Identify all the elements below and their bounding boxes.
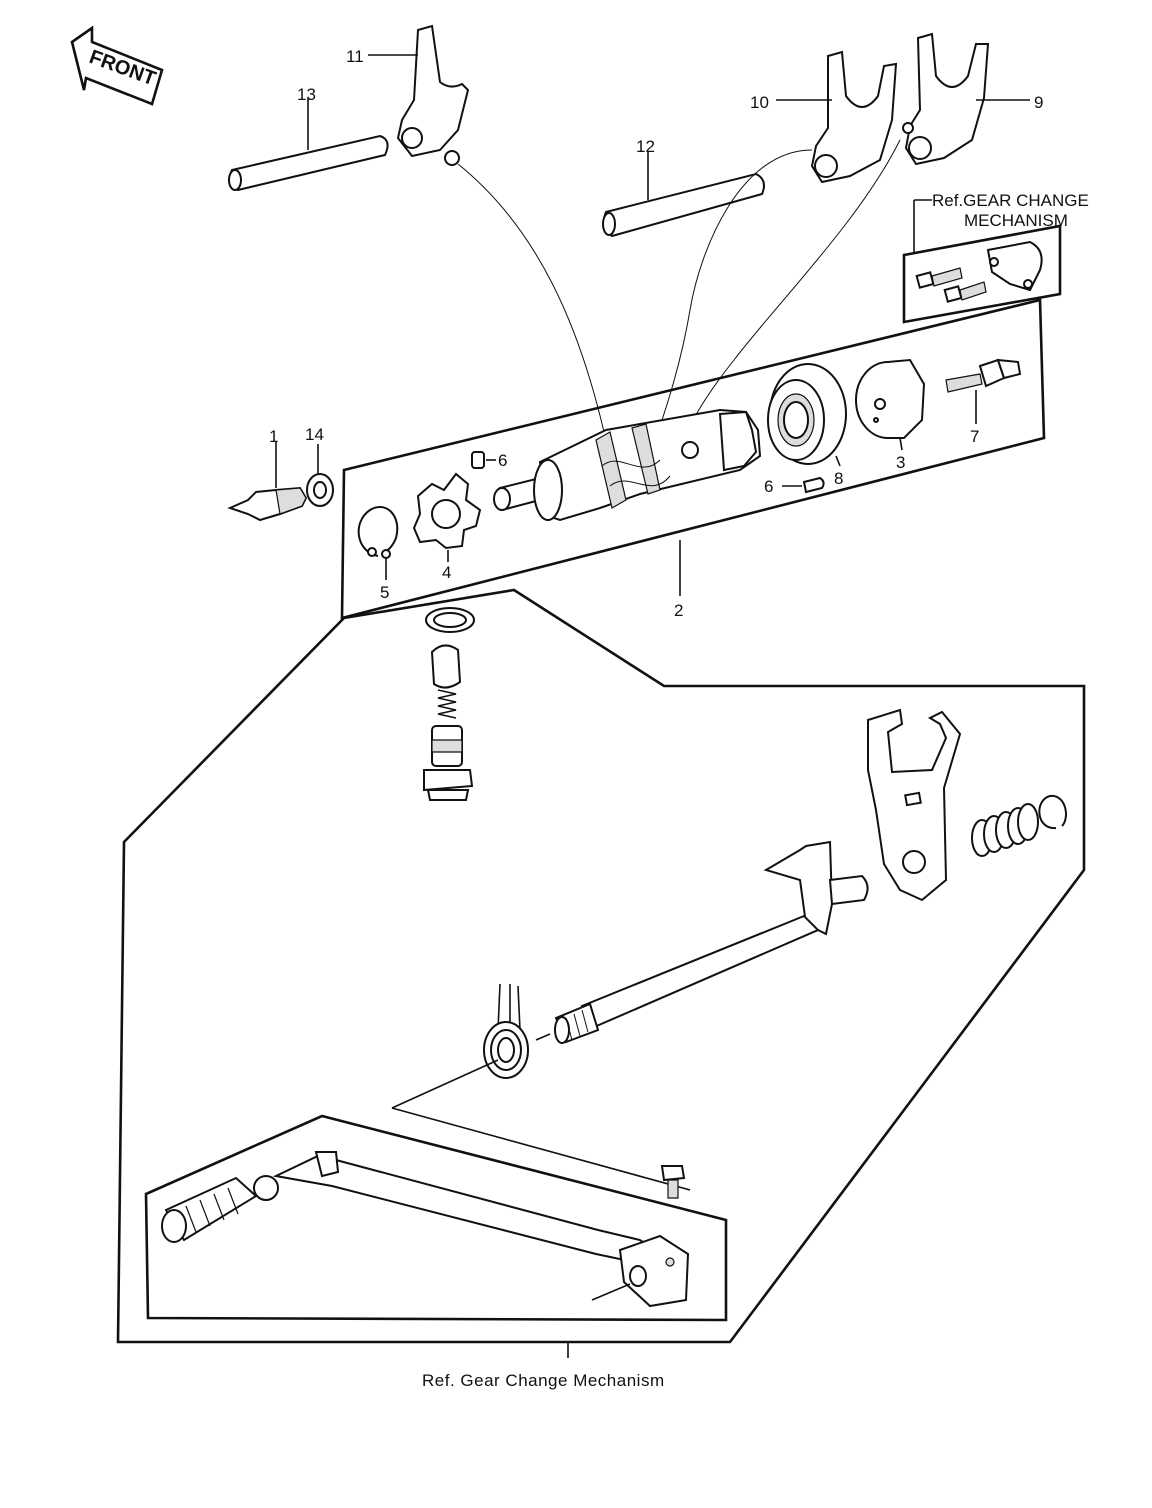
part-10-shift-fork bbox=[776, 50, 898, 184]
front-arrow-icon: FRONT bbox=[70, 25, 164, 106]
detent-holder-bolt bbox=[423, 725, 474, 801]
drum-assembly-box bbox=[340, 298, 1046, 620]
callout-5: 5 bbox=[380, 583, 389, 602]
part-7-pin-bolt bbox=[945, 358, 1022, 424]
shift-shaft bbox=[554, 840, 869, 1044]
part-6-pin-lower bbox=[782, 476, 825, 494]
part-13-rod bbox=[228, 98, 389, 192]
callout-4: 4 bbox=[442, 563, 451, 582]
part-5-circlip bbox=[357, 505, 399, 580]
pedal-bolt-leader bbox=[591, 1283, 631, 1301]
spring-shaft-leader bbox=[535, 1033, 551, 1041]
plate-icon bbox=[986, 240, 1043, 292]
torsion-spring-icon bbox=[483, 983, 529, 1079]
callout-2: 2 bbox=[674, 601, 683, 620]
bolt-icon bbox=[915, 267, 963, 289]
top-ref-line1: Ref.GEAR CHANGE bbox=[932, 191, 1089, 210]
top-ref-line2: MECHANISM bbox=[964, 211, 1068, 230]
callout-3: 3 bbox=[896, 453, 905, 472]
part-8-bearing bbox=[767, 363, 847, 467]
spring-circlip bbox=[1038, 794, 1067, 830]
detent-spring-icon bbox=[437, 689, 457, 719]
part-1-neutral-switch bbox=[227, 442, 308, 522]
callout-11: 11 bbox=[346, 47, 364, 66]
part-12-rod bbox=[602, 152, 765, 238]
callout-7: 7 bbox=[970, 427, 979, 446]
shift-mechanism-plate bbox=[867, 708, 962, 902]
callout-6b: 6 bbox=[764, 477, 773, 496]
part-4-pin-plate bbox=[412, 472, 482, 562]
part-9-shift-fork bbox=[902, 32, 1030, 166]
callout-6a: 6 bbox=[498, 451, 507, 470]
callout-8: 8 bbox=[834, 469, 843, 488]
fork-11-leader bbox=[457, 163, 605, 433]
callout-10: 10 bbox=[750, 93, 769, 112]
callout-9: 9 bbox=[1034, 93, 1043, 112]
pedal-reference-box bbox=[144, 1114, 728, 1322]
callout-13: 13 bbox=[297, 85, 316, 104]
callout-12: 12 bbox=[636, 137, 655, 156]
part-14-washer bbox=[306, 444, 334, 507]
gear-change-pedal bbox=[161, 1151, 690, 1308]
detent-pin bbox=[430, 644, 462, 689]
callout-1: 1 bbox=[269, 427, 278, 446]
return-spring-icon bbox=[971, 803, 1039, 857]
bottom-ref-label: Ref. Gear Change Mechanism bbox=[422, 1371, 665, 1390]
bottom-reference-outline bbox=[116, 588, 1086, 1344]
shift-drum bbox=[493, 408, 762, 522]
inner-reference-outline bbox=[391, 1059, 499, 1109]
part-11-shift-fork bbox=[368, 24, 470, 166]
part-3-drum-cam bbox=[855, 358, 926, 451]
part-6-pin-upper bbox=[471, 451, 496, 469]
top-reference-box bbox=[902, 199, 1062, 324]
pedal-bolt-icon bbox=[660, 1165, 686, 1199]
callout-14: 14 bbox=[305, 425, 324, 444]
bolt-icon bbox=[943, 281, 987, 303]
detent-washer bbox=[425, 607, 475, 633]
